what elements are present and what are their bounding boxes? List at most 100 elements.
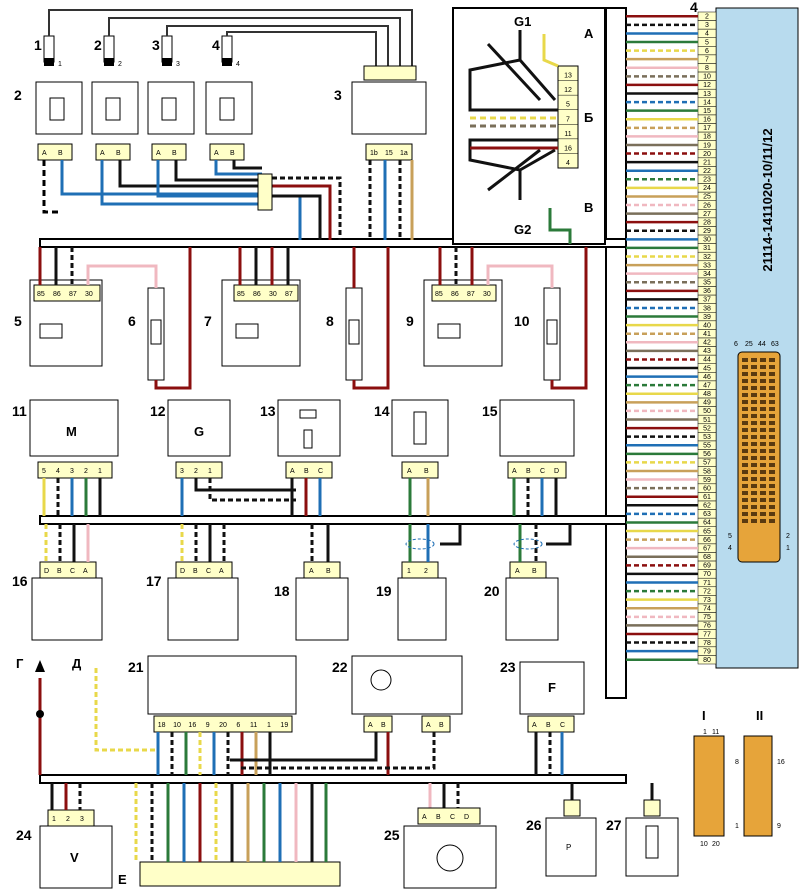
relay-pin: 87	[467, 291, 475, 298]
diag-pin: 11	[712, 729, 719, 736]
ecu-pin-number: 77	[703, 631, 711, 638]
pin-label: C	[540, 468, 545, 475]
wiring-row4	[38, 668, 564, 775]
ecu-pin-number: 25	[703, 194, 711, 201]
ecu-pin-number: 55	[703, 443, 711, 450]
injector-number: 1	[58, 61, 62, 68]
ecu-body	[715, 7, 799, 669]
relay-pin: 86	[451, 291, 459, 298]
component-number: 21	[128, 659, 144, 675]
ecu-pin-number: 70	[703, 571, 711, 578]
ecu-connector	[737, 351, 781, 563]
pin-label: 5	[42, 468, 46, 475]
ecu-pin-number: 63	[703, 511, 711, 518]
relay-pin: 87	[285, 291, 293, 298]
ecu-pin-number: 51	[703, 417, 711, 424]
diag-connector-i	[693, 735, 725, 837]
ecu-pin-number: 38	[703, 305, 711, 312]
injectors: 1 2 3 4	[43, 35, 240, 68]
component-number: 10	[514, 313, 530, 329]
ecu-pin-number: 46	[703, 374, 711, 381]
ecu-pin-number: 75	[703, 614, 711, 621]
crank-sensor	[505, 577, 559, 641]
component-number: 27	[606, 817, 622, 833]
pin-label: A	[512, 468, 517, 475]
component-number: 19	[376, 583, 392, 599]
wiring-row2	[42, 478, 558, 516]
diag-pin: 1	[703, 729, 707, 736]
component-number: 3	[152, 37, 160, 53]
ecu-connector-pin-label: 2	[786, 533, 790, 540]
ecu-pin-number: 23	[703, 177, 711, 184]
relay-pin: 30	[85, 291, 93, 298]
harness-bus-top	[39, 238, 627, 248]
diag-roman: II	[756, 708, 763, 723]
pin-label: 1a	[400, 150, 408, 157]
pin-label: A	[309, 568, 314, 575]
ecu-pin-number: 33	[703, 262, 711, 269]
pin-label: B	[172, 150, 177, 157]
ecu-pin-number: 67	[703, 545, 711, 552]
component-number: 15	[482, 403, 498, 419]
ecu-pin-number: 7	[705, 56, 709, 63]
ecu-pin-number: 12	[703, 82, 711, 89]
wiring-top	[42, 160, 414, 240]
module-label: V	[70, 850, 79, 865]
relay-pin: 30	[483, 291, 491, 298]
pin-label: B	[532, 568, 537, 575]
v-module	[39, 825, 113, 889]
fan-motor-module	[29, 399, 119, 457]
bus-pin: 20	[219, 722, 227, 729]
ecu-connector-pin-label: 44	[758, 341, 766, 348]
ecu-connector-pin-label: 5	[728, 533, 732, 540]
pin-label: B	[230, 150, 235, 157]
bus-pin: 19	[280, 722, 288, 729]
component-number: 13	[260, 403, 276, 419]
relay-pin: 85	[37, 291, 45, 298]
component-number: 11	[12, 403, 27, 419]
ignition-pin: 11	[564, 131, 571, 138]
ecu-pin-number: 72	[703, 588, 711, 595]
ecu-pin-number: 30	[703, 237, 711, 244]
pin-label: B	[439, 722, 444, 729]
diag-pin: 10	[700, 841, 708, 848]
side-label: Д	[72, 656, 82, 671]
ecu-pin-number: 3	[705, 22, 709, 29]
ecu-pin-number: 26	[703, 202, 711, 209]
pin-label: A	[426, 722, 431, 729]
pin-label: A	[290, 468, 295, 475]
ecu-pin-number: 39	[703, 314, 711, 321]
pin-label: A	[100, 150, 105, 157]
ecu-pin-number: 28	[703, 219, 711, 226]
pin-label: B	[193, 568, 198, 575]
ecu-pin-number: 64	[703, 520, 711, 527]
ecu-pin-number: 13	[703, 91, 711, 98]
ecu-pin-number: 57	[703, 460, 711, 467]
pin-label: B	[58, 150, 63, 157]
ecu-connector-pin-label: 1	[786, 545, 790, 552]
pin-label: 2	[194, 468, 198, 475]
ecu-pin-number: 49	[703, 400, 711, 407]
pin-label: C	[318, 468, 323, 475]
pin-label: B	[304, 468, 309, 475]
pin-label: 15	[385, 150, 393, 157]
wiring-relays	[38, 247, 588, 390]
ignition-label: В	[584, 200, 593, 215]
relay-pin: 86	[53, 291, 61, 298]
pin-label: D	[554, 468, 559, 475]
component-number: 4	[212, 37, 220, 53]
f-module	[519, 661, 585, 715]
pin-label: A	[42, 150, 47, 157]
ignition-module	[452, 7, 606, 245]
component-number: 23	[500, 659, 516, 675]
component-number: 5	[14, 313, 22, 329]
pin-label: A	[422, 814, 427, 821]
ecu-pin-number: 48	[703, 391, 711, 398]
ecu-pin-column: 2345678101213141516171819202122232425262…	[697, 11, 717, 665]
diag-pin: 1	[735, 823, 739, 830]
ecu-pin-number: 5	[705, 39, 709, 46]
pin-label: C	[450, 814, 455, 821]
pin-label: 1	[208, 468, 212, 475]
pin-label: A	[532, 722, 537, 729]
